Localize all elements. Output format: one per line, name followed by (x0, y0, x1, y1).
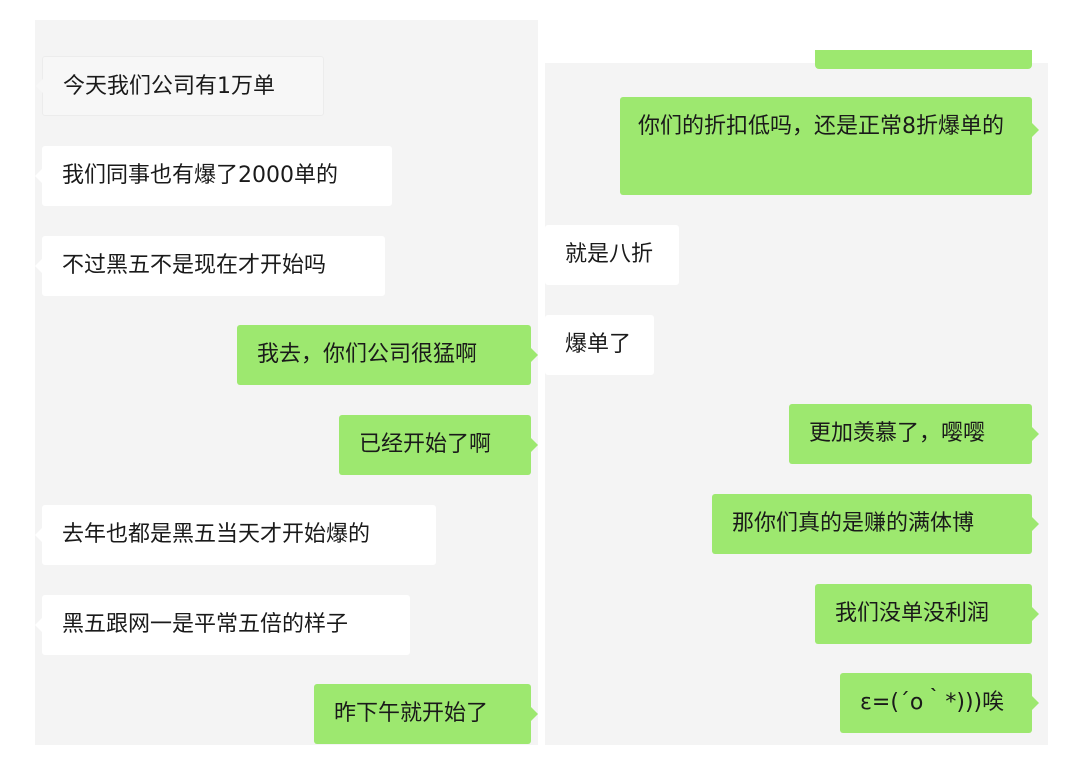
message-outgoing[interactable]: ε=(´ο｀*)))唉 (840, 673, 1039, 733)
message-incoming[interactable]: 去年也都是黑五当天才开始爆的 (35, 505, 436, 565)
bubble-tail-icon (531, 348, 538, 362)
message-text: ε=(´ο｀*)))唉 (860, 690, 1005, 715)
bubble-tail-icon (35, 528, 42, 542)
message-text: 我们同事也有爆了2000单的 (62, 163, 338, 188)
bubble-tail-icon (35, 618, 42, 632)
message-incoming[interactable]: 黑五跟网一是平常五倍的样子 (35, 595, 410, 655)
bubble-tail-icon (1032, 427, 1039, 441)
bubble-tail-icon (531, 438, 538, 452)
message-outgoing[interactable]: 已经开始了啊 (339, 415, 538, 475)
message-text: 爆单了 (565, 332, 632, 357)
bubble-tail-icon (1032, 123, 1039, 137)
bubble-tail-icon (1032, 696, 1039, 710)
bubble-tail-icon (1032, 517, 1039, 531)
message-incoming[interactable]: 爆单了 (545, 315, 654, 375)
message-outgoing[interactable]: 我们没单没利润 (815, 584, 1039, 644)
message-incoming[interactable]: 今天我们公司有1万单 (36, 56, 324, 116)
message-text: 更加羡慕了，嘤嘤 (809, 421, 986, 446)
message-text: 你们的折扣低吗，还是正常8折爆单的 (638, 114, 1004, 139)
message-text: 黑五跟网一是平常五倍的样子 (62, 612, 349, 637)
message-text: 就是八折 (565, 242, 654, 267)
message-outgoing[interactable]: 昨下午就开始了 (314, 684, 538, 744)
message-outgoing[interactable]: 那你们真的是赚的满体博 (712, 494, 1039, 554)
bubble-tail-icon (531, 707, 538, 721)
bubble-tail-icon (36, 79, 43, 93)
message-outgoing[interactable]: 更加羡慕了，嘤嘤 (789, 404, 1039, 464)
message-incoming[interactable]: 不过黑五不是现在才开始吗 (35, 236, 385, 296)
message-incoming[interactable]: 就是八折 (545, 225, 679, 285)
cropped-outgoing-bubble (815, 50, 1032, 69)
message-text: 昨下午就开始了 (334, 701, 489, 726)
message-text: 我们没单没利润 (835, 601, 990, 626)
message-text: 今天我们公司有1万单 (63, 74, 275, 99)
message-text: 那你们真的是赚的满体博 (732, 511, 975, 536)
bubble-tail-icon (35, 259, 42, 273)
message-text: 已经开始了啊 (359, 432, 492, 457)
message-text: 不过黑五不是现在才开始吗 (62, 253, 327, 278)
message-outgoing[interactable]: 你们的折扣低吗，还是正常8折爆单的 (620, 97, 1039, 195)
bubble-tail-icon (1032, 607, 1039, 621)
bubble-tail-icon (35, 169, 42, 183)
message-incoming[interactable]: 我们同事也有爆了2000单的 (35, 146, 392, 206)
message-outgoing[interactable]: 我去，你们公司很猛啊 (237, 325, 538, 385)
message-text: 去年也都是黑五当天才开始爆的 (62, 522, 371, 547)
message-text: 我去，你们公司很猛啊 (257, 342, 478, 367)
